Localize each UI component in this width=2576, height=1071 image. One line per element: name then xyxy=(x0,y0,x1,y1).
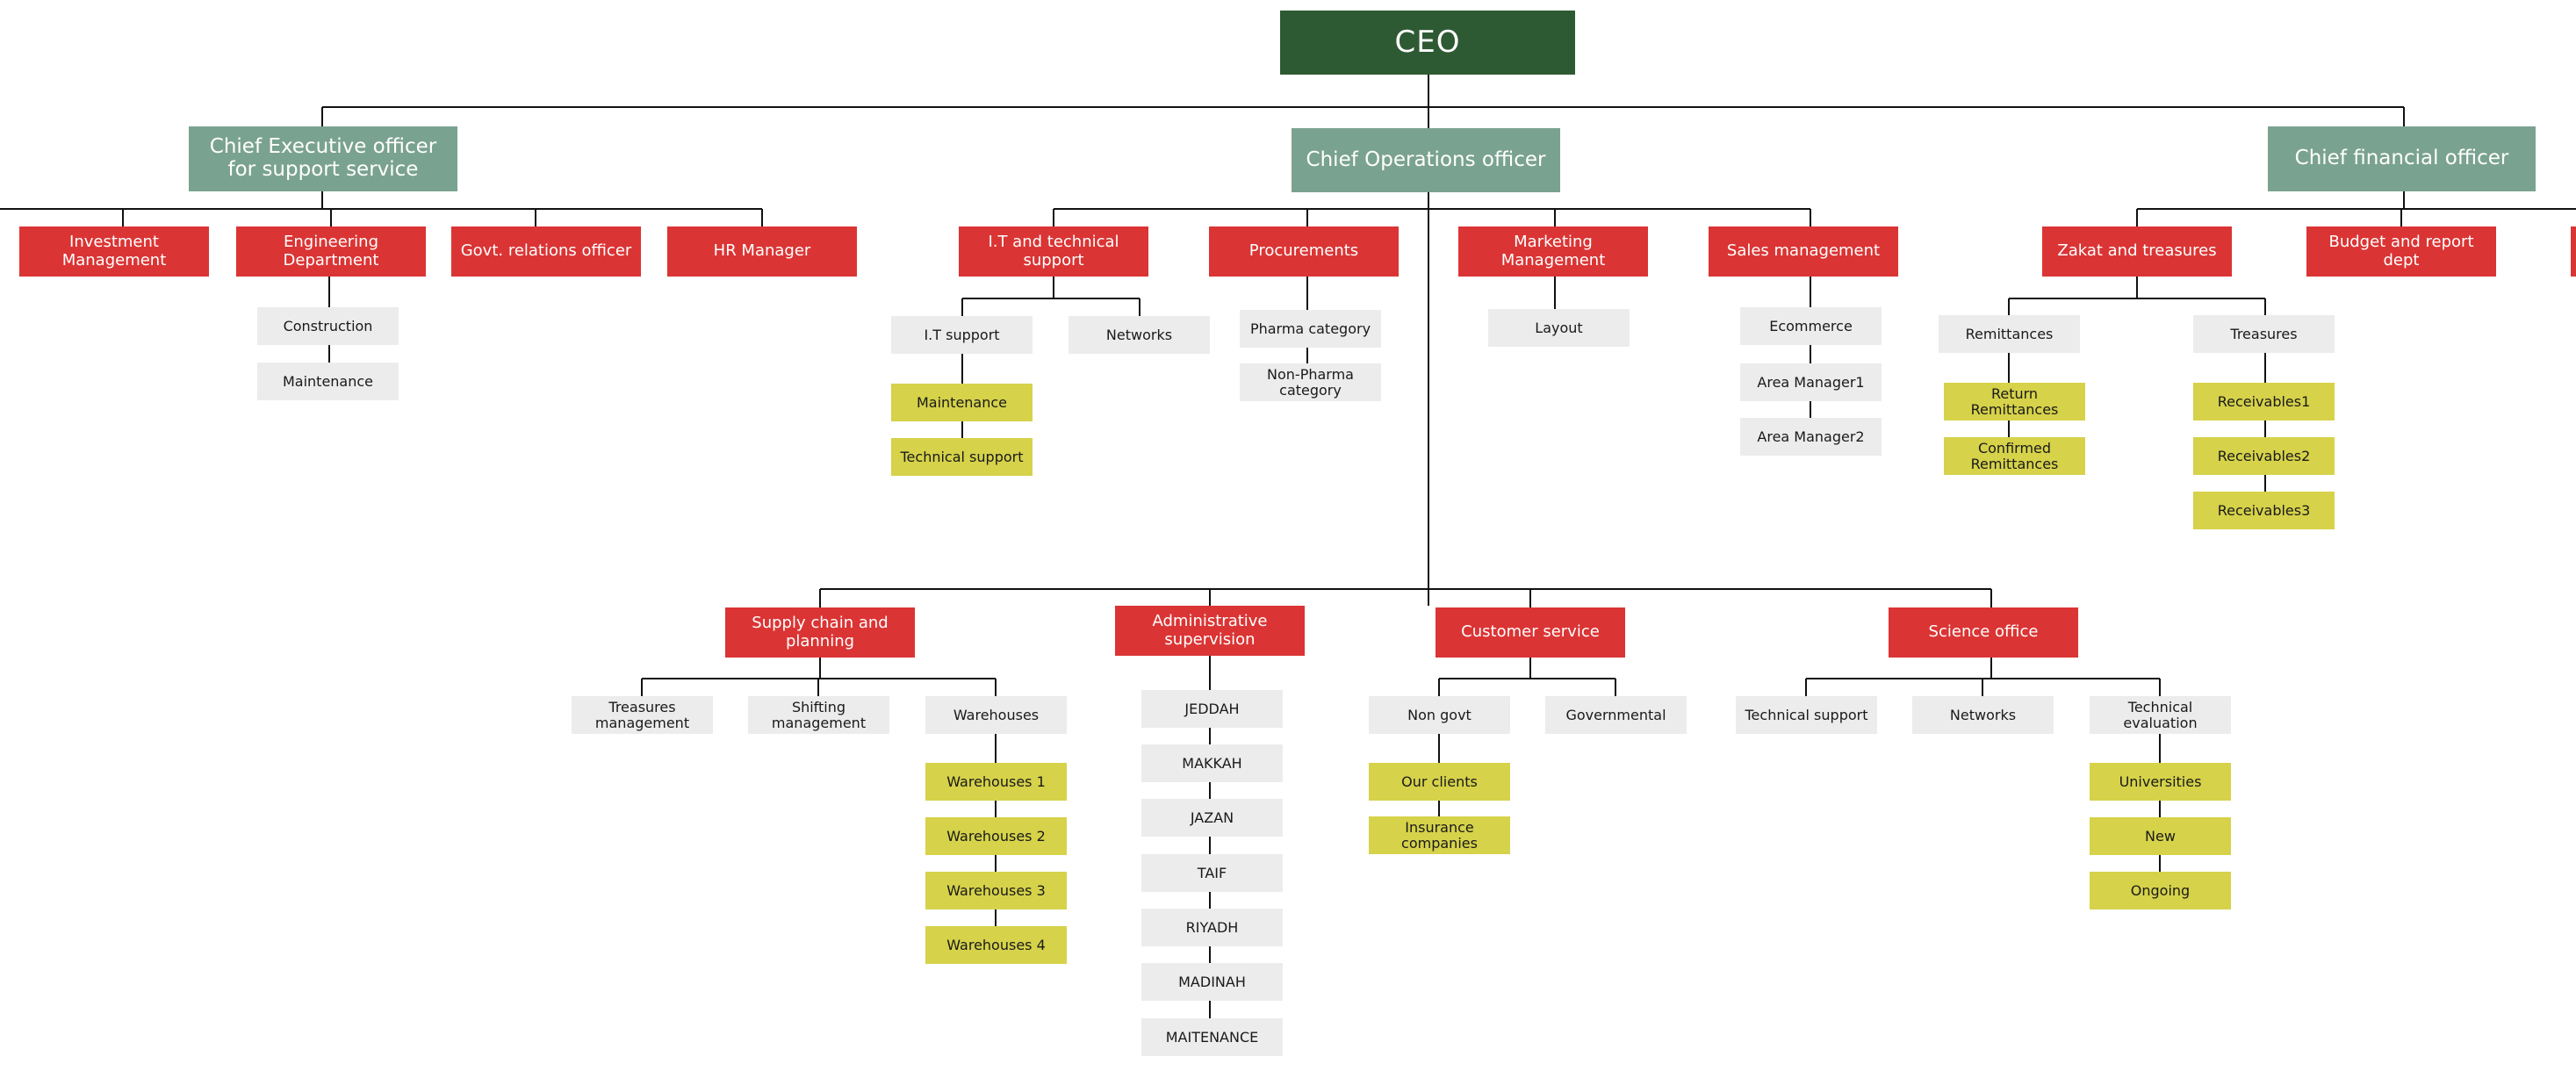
node-new: New xyxy=(2090,817,2231,855)
node-warehouses: Warehouses xyxy=(925,696,1067,734)
node-governmental: Governmental xyxy=(1545,696,1687,734)
node-cfo-clipped-box xyxy=(2571,226,2576,277)
node-ongoing: Ongoing xyxy=(2090,872,2231,909)
node-universities: Universities xyxy=(2090,763,2231,801)
node-technical-evaluation: Technical evaluation xyxy=(2090,696,2231,734)
node-riyadh: RIYADH xyxy=(1141,909,1283,946)
node-treasures: Treasures xyxy=(2193,315,2335,353)
node-warehouses-4: Warehouses 4 xyxy=(925,926,1067,964)
node-receivables-1: Receivables1 xyxy=(2193,383,2335,420)
node-area-manager-1: Area Manager1 xyxy=(1740,363,1882,401)
node-zakat-and-treasures: Zakat and treasures xyxy=(2042,226,2232,277)
node-investment-management: Investment Management xyxy=(19,226,209,277)
node-administrative-supervision: Administrative supervision xyxy=(1115,606,1305,656)
node-shifting-management: Shifting management xyxy=(748,696,889,734)
node-cso: Chief Executive officer for support serv… xyxy=(189,126,457,191)
node-return-remittances: Return Remittances xyxy=(1944,383,2085,420)
node-treasures-management: Treasures management xyxy=(572,696,713,734)
node-marketing-management: Marketing Management xyxy=(1458,226,1648,277)
node-govt-relations-officer: Govt. relations officer xyxy=(451,226,641,277)
node-procurements: Procurements xyxy=(1209,226,1399,277)
node-madinah: MADINAH xyxy=(1141,963,1283,1001)
node-confirmed-remittances: Confirmed Remittances xyxy=(1944,437,2085,475)
node-non-pharma-category: Non-Pharma category xyxy=(1240,363,1381,401)
node-warehouses-1: Warehouses 1 xyxy=(925,763,1067,801)
node-maintenance-eng: Maintenance xyxy=(257,363,399,400)
node-it-support: I.T support xyxy=(891,316,1033,354)
node-technical-support-sci: Technical support xyxy=(1736,696,1877,734)
node-maintenance-it: Maintenance xyxy=(891,384,1033,421)
node-construction: Construction xyxy=(257,307,399,345)
node-supply-chain-and-planning: Supply chain and planning xyxy=(725,607,915,658)
node-it-technical-support: I.T and technical support xyxy=(959,226,1148,277)
node-networks-sci: Networks xyxy=(1912,696,2054,734)
node-jazan: JAZAN xyxy=(1141,799,1283,837)
node-taif: TAIF xyxy=(1141,854,1283,892)
node-hr-manager: HR Manager xyxy=(667,226,857,277)
node-ceo: CEO xyxy=(1280,11,1575,75)
node-our-clients: Our clients xyxy=(1369,763,1510,801)
node-networks-it: Networks xyxy=(1069,316,1210,354)
node-layout: Layout xyxy=(1488,309,1630,347)
node-maitenance: MAITENANCE xyxy=(1141,1018,1283,1056)
node-receivables-3: Receivables3 xyxy=(2193,492,2335,529)
node-insurance-companies: Insurance companies xyxy=(1369,816,1510,854)
node-coo: Chief Operations officer xyxy=(1292,128,1560,192)
node-ecommerce: Ecommerce xyxy=(1740,307,1882,345)
node-science-office: Science office xyxy=(1889,607,2078,658)
node-engineering-department: Engineering Department xyxy=(236,226,426,277)
node-budget-and-report-dept: Budget and report dept xyxy=(2306,226,2496,277)
node-receivables-2: Receivables2 xyxy=(2193,437,2335,475)
node-area-manager-2: Area Manager2 xyxy=(1740,418,1882,456)
node-customer-service: Customer service xyxy=(1436,607,1625,658)
node-technical-support-it: Technical support xyxy=(891,438,1033,476)
node-warehouses-2: Warehouses 2 xyxy=(925,817,1067,855)
node-pharma-category: Pharma category xyxy=(1240,310,1381,348)
node-sales-management: Sales management xyxy=(1709,226,1898,277)
node-cfo: Chief financial officer xyxy=(2268,126,2536,191)
node-non-govt: Non govt xyxy=(1369,696,1510,734)
node-remittances: Remittances xyxy=(1939,315,2080,353)
node-jeddah: JEDDAH xyxy=(1141,690,1283,728)
node-warehouses-3: Warehouses 3 xyxy=(925,872,1067,909)
node-makkah: MAKKAH xyxy=(1141,744,1283,782)
